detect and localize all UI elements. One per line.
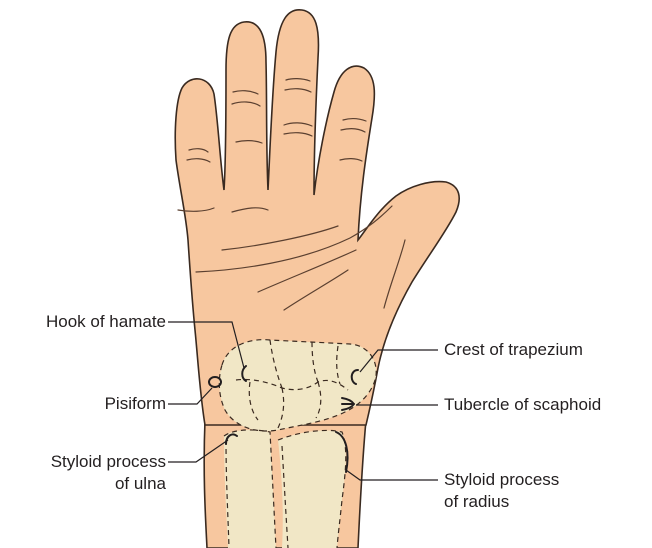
pisiform-label: Pisiform	[105, 394, 166, 414]
styloid-ulna-label-line2: of ulna	[115, 474, 166, 494]
styloid-ulna-label-line1: Styloid process	[51, 452, 166, 472]
styloid-radius-label-line2: of radius	[444, 492, 509, 512]
styloid-radius-label-line1: Styloid process	[444, 470, 559, 490]
hook-of-hamate-label: Hook of hamate	[46, 312, 166, 332]
crest-of-trapezium-label: Crest of trapezium	[444, 340, 583, 360]
tubercle-of-scaphoid-label: Tubercle of scaphoid	[444, 395, 601, 415]
